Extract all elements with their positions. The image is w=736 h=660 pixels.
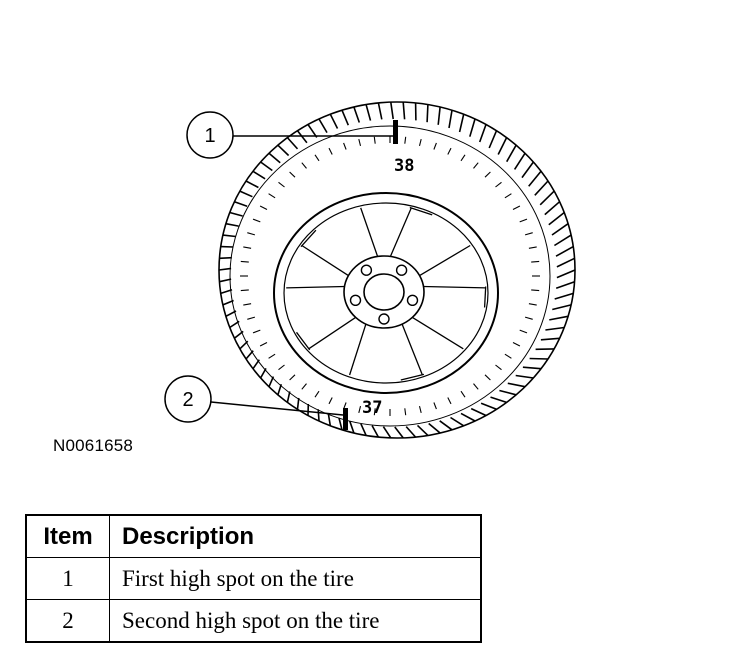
tire — [218, 101, 576, 439]
figure-id: N0061658 — [53, 436, 134, 455]
high-spot-mark-2 — [343, 408, 348, 430]
callout-number-1: 1 — [204, 125, 215, 147]
callout-2: 2 — [164, 375, 344, 423]
legend-header-row: Item Description — [25, 514, 482, 558]
callout-number-2: 2 — [182, 389, 193, 411]
legend-item-number: 2 — [25, 599, 110, 643]
legend-item-description: Second high spot on the tire — [109, 599, 482, 643]
high-spot-label-1: 38 — [394, 156, 414, 176]
legend-header-description: Description — [109, 514, 482, 558]
legend-item-description: First high spot on the tire — [109, 557, 482, 600]
callout-1: 1 — [186, 111, 393, 159]
high-spot-mark-1 — [393, 120, 398, 144]
high-spot-label-2: 37 — [362, 398, 382, 418]
tire-tread — [218, 101, 576, 439]
tire-diagram: 38 37 1 2 — [164, 101, 576, 439]
legend-table: Item Description 1 First high spot on th… — [25, 514, 482, 643]
wheel-spokes — [286, 206, 487, 381]
tire-sidewall-ticks — [240, 136, 540, 416]
lug-nuts — [349, 264, 419, 325]
legend-item-number: 1 — [25, 557, 110, 600]
legend-row: 2 Second high spot on the tire — [25, 599, 482, 643]
legend-header-item: Item — [25, 514, 110, 558]
legend-row: 1 First high spot on the tire — [25, 557, 482, 600]
wheel-rim — [273, 192, 499, 394]
